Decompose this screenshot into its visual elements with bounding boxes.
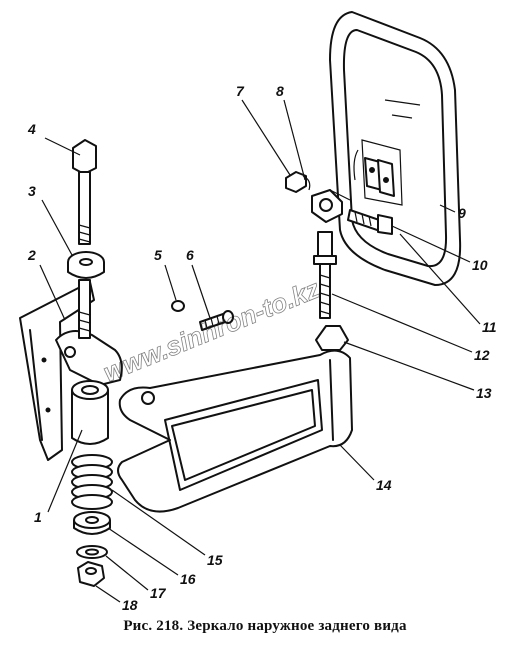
stud-12 xyxy=(313,231,337,319)
bolt-10 xyxy=(347,209,393,235)
washer-3 xyxy=(67,251,105,279)
clamp-block xyxy=(285,171,343,223)
callout-11: 11 xyxy=(482,319,497,335)
cone-13 xyxy=(315,325,349,351)
callout-15: 15 xyxy=(207,552,223,568)
bushing-1 xyxy=(71,380,109,445)
callout-14: 14 xyxy=(376,477,392,493)
callout-16: 16 xyxy=(180,571,196,587)
callout-5: 5 xyxy=(154,247,162,263)
callout-18: 18 xyxy=(122,597,138,613)
callout-4: 4 xyxy=(27,121,36,137)
washer-5 xyxy=(171,300,185,312)
callout-3: 3 xyxy=(28,183,36,199)
washer-16 xyxy=(73,511,111,535)
callout-17: 17 xyxy=(150,585,167,601)
callout-12: 12 xyxy=(474,347,490,363)
mirror-arm xyxy=(117,349,353,513)
bolt-4 xyxy=(72,139,97,339)
callout-7: 7 xyxy=(236,83,245,99)
callout-10: 10 xyxy=(472,257,488,273)
washer-17 xyxy=(76,545,108,559)
callout-2: 2 xyxy=(27,247,36,263)
mirror-housing xyxy=(329,11,462,286)
callout-labels: 1 2 3 4 5 6 7 8 9 10 11 12 13 14 15 16 1… xyxy=(27,83,497,613)
nut-18 xyxy=(77,561,105,587)
figure-caption: Рис. 218. Зеркало наружное заднего вида xyxy=(123,618,407,634)
callout-9: 9 xyxy=(458,205,466,221)
callout-6: 6 xyxy=(186,247,194,263)
callout-1: 1 xyxy=(34,509,42,525)
screw-6 xyxy=(199,310,234,331)
bracket-2 xyxy=(19,281,123,461)
leader-lines xyxy=(39,99,481,603)
callout-8: 8 xyxy=(276,83,284,99)
callout-13: 13 xyxy=(476,385,492,401)
spring-15 xyxy=(71,454,113,510)
